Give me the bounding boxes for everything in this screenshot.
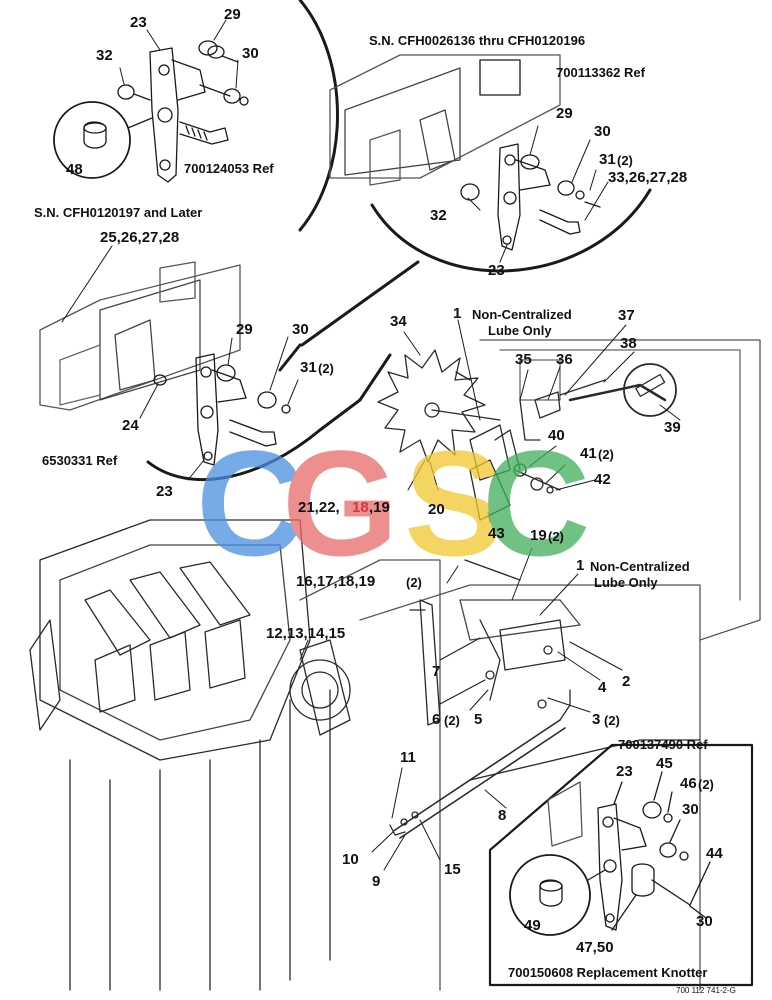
callout-32: 32 <box>96 47 113 64</box>
watermark-letter-c: C <box>196 419 304 587</box>
replacement-knotter-caption: 700150608 Replacement Knotter <box>508 965 708 980</box>
callout-31-qty: (2) <box>318 361 334 376</box>
callout-8: 8 <box>498 807 507 824</box>
callout-19: 19 <box>530 527 547 544</box>
watermark-letter-s: S <box>404 419 504 587</box>
callout-23: 23 <box>616 763 633 780</box>
serial-range-later: S.N. CFH0120197 and Later <box>34 205 203 220</box>
watermark-letter-g: G <box>282 419 399 587</box>
callout-20: 20 <box>428 501 445 518</box>
lube-only-note-2: Lube Only <box>594 575 658 590</box>
callout-9: 9 <box>372 873 381 890</box>
callout-3-qty: (2) <box>604 713 620 728</box>
leader-lines <box>61 19 681 871</box>
ref-top-right: 700113362 Ref <box>556 65 645 80</box>
callout-30: 30 <box>682 801 699 818</box>
callout-3: 3 <box>592 711 601 728</box>
serial-range-top: S.N. CFH0026136 thru CFH0120196 <box>369 33 586 48</box>
callout-43: 43 <box>488 525 505 542</box>
callout-1: 1 <box>576 557 585 574</box>
callout-15: 15 <box>444 861 461 878</box>
top-right-detail-bubble <box>329 54 652 273</box>
callout-11: 11 <box>400 749 416 766</box>
callout-37: 37 <box>618 307 635 324</box>
callout-18: 18 <box>352 499 369 516</box>
callout-23: 23 <box>130 14 147 31</box>
callout-29: 29 <box>556 105 573 122</box>
callout-44: 44 <box>706 845 723 862</box>
callout-36: 36 <box>556 351 573 368</box>
watermark-letter-c-2: C <box>482 419 590 587</box>
callout-31: 31 <box>599 151 616 168</box>
callout-6-qty: (2) <box>444 713 460 728</box>
callout-29: 29 <box>224 6 241 23</box>
callout-41: 41 <box>580 445 597 462</box>
callout-16-17-18-19: 16,17,18,19 <box>296 573 376 590</box>
callout-12-13-14-15: 12,13,14,15 <box>266 625 346 642</box>
callout-41-qty: (2) <box>598 447 614 462</box>
callout-40: 40 <box>548 427 565 444</box>
callout-7: 7 <box>432 663 441 680</box>
callout-19-qty: (2) <box>548 529 564 544</box>
callout-29: 29 <box>236 321 253 338</box>
callout-23: 23 <box>156 483 173 500</box>
callout-45: 45 <box>656 755 673 772</box>
callout-46: 46 <box>680 775 697 792</box>
callout-30: 30 <box>594 123 611 140</box>
callout-34: 34 <box>390 313 407 330</box>
callout-35: 35 <box>515 351 532 368</box>
top-left-detail-bubble <box>53 0 339 232</box>
callout-23: 23 <box>488 262 505 279</box>
callout-5: 5 <box>474 711 483 728</box>
callout-38: 38 <box>620 335 637 352</box>
ref-top-left: 700124053 Ref <box>184 161 274 176</box>
figure-id: 700 112 741-2-G <box>676 986 736 995</box>
callout-46-qty: (2) <box>698 777 714 792</box>
callout-30: 30 <box>292 321 309 338</box>
callout-30: 30 <box>696 913 713 930</box>
callout-47-50: 47,50 <box>576 939 614 956</box>
replacement-knotter-inset <box>488 743 754 987</box>
callout-1: 1 <box>453 305 462 322</box>
main-assembly <box>29 339 761 991</box>
middle-left-detail-bubble <box>39 261 392 481</box>
callout-25-26-27-28: 25,26,27,28 <box>100 229 180 246</box>
callout-4: 4 <box>598 679 607 696</box>
callout-42: 42 <box>594 471 611 488</box>
lube-only-note-1: Lube Only <box>488 323 552 338</box>
non-centralized-note-1: Non-Centralized <box>472 307 572 322</box>
callout-6: 6 <box>432 711 441 728</box>
callout-31-qty: (2) <box>617 153 633 168</box>
callout-16-qty: (2) <box>406 575 422 590</box>
non-centralized-note-2: Non-Centralized <box>590 559 690 574</box>
callout-32: 32 <box>430 207 447 224</box>
callout-33-26-27-28: 33,26,27,28 <box>608 169 688 186</box>
cgsc-watermark: C G S C <box>196 419 590 587</box>
callout-30: 30 <box>242 45 259 62</box>
callout-48: 48 <box>66 161 83 178</box>
callout-19: ,19 <box>369 499 390 516</box>
callout-24: 24 <box>122 417 139 434</box>
callout-49: 49 <box>524 917 541 934</box>
callout-21-22: 21,22, <box>298 499 340 516</box>
ref-mid-left: 6530331 Ref <box>42 453 118 468</box>
callout-39: 39 <box>664 419 681 436</box>
ref-lower-right: 700137490 Ref <box>618 737 708 752</box>
callout-2: 2 <box>622 673 631 690</box>
callout-10: 10 <box>342 851 359 868</box>
callout-31: 31 <box>300 359 317 376</box>
